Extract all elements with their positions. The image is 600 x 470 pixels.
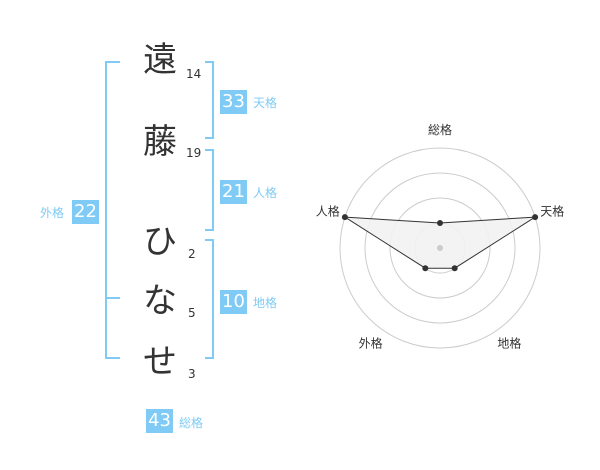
gaikaku-label: 外格	[40, 206, 65, 220]
gaikaku-bracket	[105, 61, 120, 359]
radar-center-dot	[437, 245, 443, 251]
name-char-5: せ	[143, 342, 177, 382]
radar-ring-3	[364, 172, 516, 324]
tenkaku-label: 天格	[253, 96, 278, 110]
jinkaku-value-badge: 21	[220, 180, 247, 204]
radar-point-4	[422, 265, 429, 272]
soukaku-value-badge: 43	[146, 409, 173, 433]
radar-point-5	[341, 214, 348, 221]
radar-axis-label-5: 人格	[316, 204, 340, 219]
radar-ring-4	[339, 147, 541, 349]
radar-ring-2	[389, 197, 491, 299]
radar-axis-label-2: 天格	[540, 204, 564, 219]
radar-area	[344, 216, 536, 269]
jinkaku-label: 人格	[253, 186, 278, 200]
radar-point-3	[451, 265, 458, 272]
gaikaku-value-badge: 22	[72, 200, 99, 224]
stroke-count-2: 19	[186, 146, 202, 160]
radar-axis-label-4: 外格	[359, 335, 383, 350]
name-char-4: な	[143, 281, 177, 321]
name-char-1: 遠	[143, 40, 177, 80]
soukaku-label: 総格	[179, 416, 204, 430]
stroke-count-5: 3	[188, 367, 196, 381]
jinkaku-bracket	[205, 149, 214, 231]
stroke-count-1: 14	[186, 67, 202, 81]
tenkaku-bracket	[205, 61, 214, 139]
radar-point-2	[532, 214, 539, 221]
chikaku-bracket	[205, 239, 214, 359]
stroke-count-3: 2	[188, 247, 196, 261]
chikaku-value-badge: 10	[220, 290, 247, 314]
chikaku-label: 地格	[253, 296, 278, 310]
tenkaku-value-badge: 33	[220, 90, 247, 114]
name-char-2: 藤	[143, 122, 177, 162]
stroke-count-4: 5	[188, 306, 196, 320]
radar-point-1	[437, 220, 443, 226]
name-char-3: ひ	[143, 222, 177, 262]
radar-axis-label-3: 地格	[497, 335, 521, 350]
radar-axis-label-1: 総格	[428, 122, 452, 137]
